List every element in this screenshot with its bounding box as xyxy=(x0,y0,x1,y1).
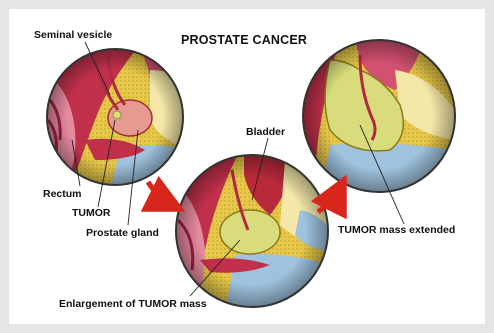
label-rectum: Rectum xyxy=(43,188,82,200)
label-seminal-vesicle: Seminal vesicle xyxy=(34,29,112,41)
progression-arrow-1 xyxy=(148,182,172,205)
label-prostate-gland: Prostate gland xyxy=(86,227,159,239)
label-tumor-mass-extended: TUMOR mass extended xyxy=(338,224,455,236)
label-enlargement-of-tumor-mass: Enlargement of TUMOR mass xyxy=(59,298,207,310)
label-bladder: Bladder xyxy=(246,126,285,138)
label-tumor: TUMOR xyxy=(72,207,111,219)
diagram-title: PROSTATE CANCER xyxy=(181,34,307,46)
